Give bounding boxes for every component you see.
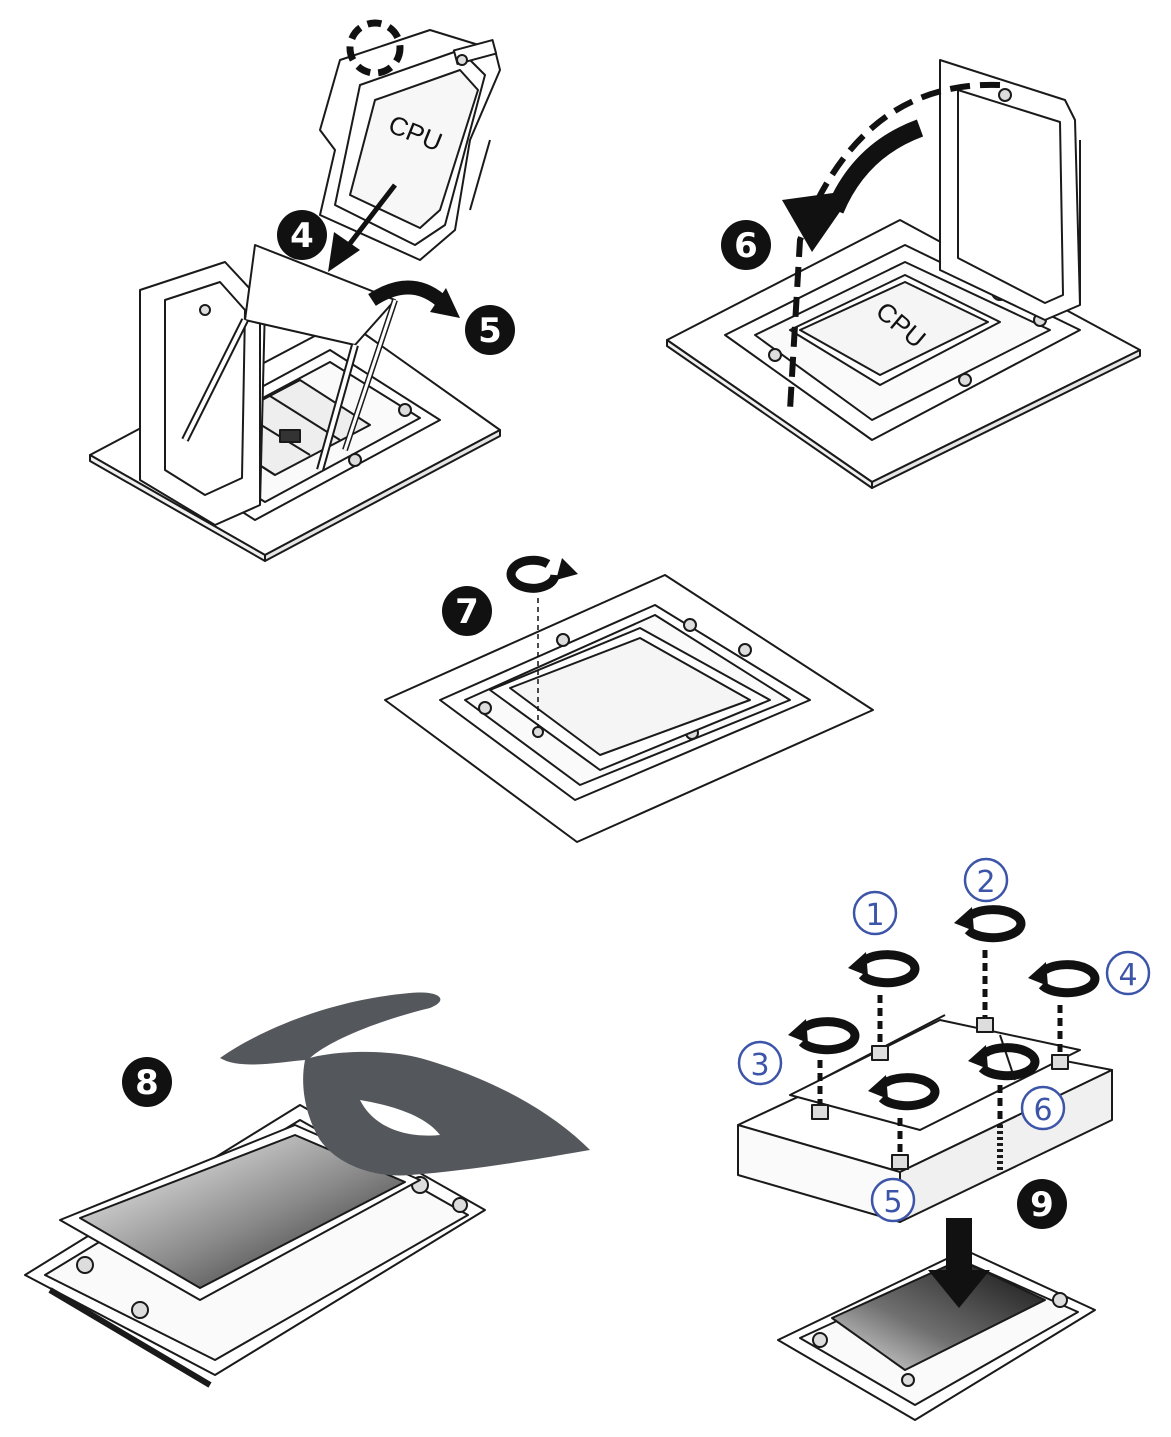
screw-order-2: 2 bbox=[963, 857, 1009, 903]
step-number: 5 bbox=[478, 311, 502, 351]
screw-order-4: 4 bbox=[1105, 950, 1151, 996]
rotate-arrowheads bbox=[788, 907, 1048, 1099]
step-number: 7 bbox=[455, 592, 479, 632]
cpu-socket-frame bbox=[777, 1249, 1096, 1421]
step-number: 4 bbox=[290, 216, 314, 256]
step-marker-6: 6 bbox=[721, 220, 771, 270]
thermal-paste-cpu bbox=[59, 1124, 421, 1301]
rail-frame bbox=[181, 244, 398, 472]
highlight-circle bbox=[346, 19, 404, 77]
screw-order-5: 5 bbox=[870, 1177, 916, 1223]
screw-order-number: 5 bbox=[883, 1185, 902, 1220]
step-marker-7: 7 bbox=[442, 586, 492, 636]
screw-order-number: 1 bbox=[865, 898, 884, 933]
screw-order-number: 3 bbox=[750, 1048, 769, 1083]
tilting-frame bbox=[139, 261, 266, 526]
screw-order-number: 2 bbox=[976, 865, 995, 900]
screw-order-1: 1 bbox=[852, 890, 898, 936]
screw-order-number: 6 bbox=[1033, 1093, 1052, 1128]
arrow-down-icon bbox=[328, 183, 397, 272]
cpu-carrier bbox=[319, 29, 501, 261]
arrow-down-icon bbox=[928, 1218, 990, 1308]
panel-step-7 bbox=[384, 555, 874, 843]
step-number: 8 bbox=[135, 1063, 159, 1103]
cpu-in-socket bbox=[489, 627, 771, 771]
screw-heads bbox=[811, 1017, 1069, 1170]
curved-arrow-icon bbox=[782, 119, 924, 252]
step-marker-8: 8 bbox=[122, 1057, 172, 1107]
step-marker-5: 5 bbox=[465, 305, 515, 355]
screw-order-number: 4 bbox=[1118, 958, 1137, 993]
opened-frame bbox=[939, 59, 1081, 321]
step-marker-9: 9 bbox=[1017, 1179, 1067, 1229]
panel-step-8 bbox=[24, 992, 590, 1388]
curved-arrow-icon bbox=[368, 280, 460, 318]
panel-step-6 bbox=[666, 59, 1141, 489]
rotate-clockwise-icon bbox=[506, 555, 578, 593]
step-number: 6 bbox=[734, 226, 758, 266]
screw-axes bbox=[817, 950, 1063, 1160]
rotate-clockwise-icon bbox=[798, 905, 1100, 1111]
step-marker-4: 4 bbox=[277, 210, 327, 260]
screw-order-3: 3 bbox=[737, 1040, 783, 1086]
hand-illustration bbox=[220, 992, 590, 1176]
screw-order-6: 6 bbox=[1020, 1085, 1066, 1131]
step-number: 9 bbox=[1030, 1185, 1054, 1225]
panel-step-9 bbox=[737, 905, 1113, 1421]
panel-steps-4-5 bbox=[89, 19, 501, 562]
cpu-in-socket bbox=[789, 274, 1001, 386]
